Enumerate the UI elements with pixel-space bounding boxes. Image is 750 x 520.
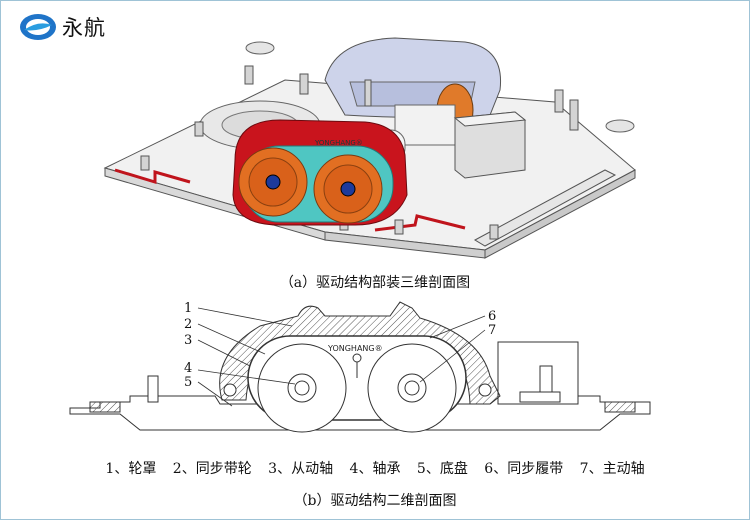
- figure-b-2d-drawing: YONGHANG® 1 2 3 4 5 6 7: [69, 301, 651, 433]
- legend-item: 4、轴承: [349, 461, 401, 477]
- brand-logo: 永航: [18, 12, 106, 42]
- figure-b-belt-text: YONGHANG®: [327, 344, 383, 353]
- legend-item: 1、轮罩: [105, 461, 157, 477]
- callout-2: 2: [184, 317, 192, 332]
- callout-1: 1: [184, 301, 192, 316]
- figure-a-belt-text: YONGHANG®: [314, 139, 363, 147]
- legend-item: 3、从动轴: [268, 461, 334, 477]
- figure-a-3d-drawing: YONGHANG®: [103, 37, 636, 259]
- callout-6: 6: [488, 309, 496, 324]
- callout-4: 4: [184, 361, 192, 376]
- legend-item: 6、同步履带: [484, 461, 564, 477]
- callout-7: 7: [488, 323, 496, 338]
- brand-icon: [20, 14, 56, 40]
- callout-5: 5: [184, 375, 192, 390]
- parts-legend: 1、轮罩 2、同步带轮 3、从动轴 4、轴承 5、底盘 6、同步履带 7、主动轴: [0, 458, 750, 478]
- brand-name: 永航: [62, 16, 106, 40]
- figure-b-caption: （b）驱动结构二维剖面图: [293, 493, 457, 509]
- legend-item: 2、同步带轮: [172, 461, 252, 477]
- callout-3: 3: [184, 333, 192, 348]
- figure-a-caption: （a）驱动结构部装三维剖面图: [279, 275, 471, 291]
- legend-item: 5、底盘: [416, 461, 468, 477]
- legend-item: 7、主动轴: [579, 461, 645, 477]
